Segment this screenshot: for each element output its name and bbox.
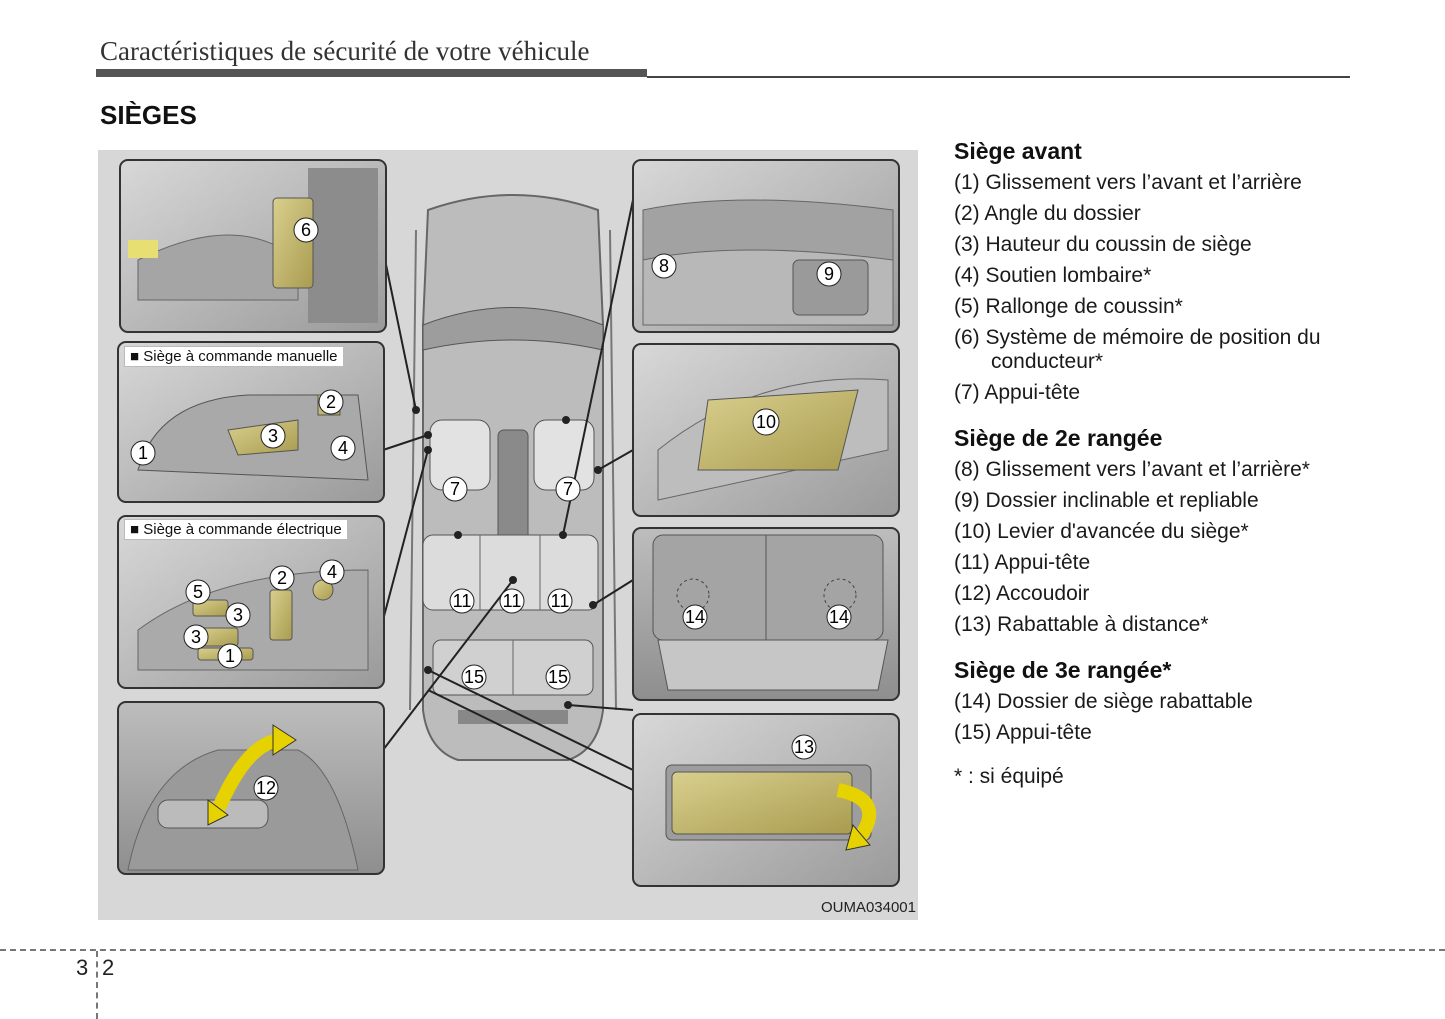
- legend-item: (6) Système de mémoire de position du co…: [954, 326, 1321, 373]
- svg-text:11: 11: [503, 591, 522, 611]
- callout-numbers: 6 1 2 3 4 5 2 4 3 3 1 12 8 9 10 7 7 11 1…: [130, 217, 852, 801]
- svg-text:9: 9: [824, 264, 834, 284]
- legend-second-row: Siège de 2e rangée (8) Glissement vers l…: [954, 425, 1424, 637]
- svg-text:2: 2: [277, 568, 287, 588]
- legend-item: (14) Dossier de siège rabattable: [954, 690, 1253, 713]
- legend-front-seat: Siège avant (1) Glissement vers l’avant …: [954, 138, 1424, 405]
- figure-code: OUMA034001: [820, 899, 916, 916]
- legend-third-title: Siège de 3e rangée*: [954, 657, 1172, 683]
- svg-text:3: 3: [191, 627, 201, 647]
- svg-text:14: 14: [829, 607, 849, 627]
- section-number: 3: [76, 955, 89, 980]
- svg-text:10: 10: [756, 412, 776, 432]
- panel-armrest: [117, 701, 385, 875]
- svg-text:5: 5: [193, 582, 203, 602]
- footer-divider: [0, 949, 1445, 951]
- panel-memory-door: [119, 159, 387, 333]
- svg-text:4: 4: [338, 438, 348, 458]
- panel-electric-seat: [117, 515, 385, 689]
- panel-remote-fold: [632, 713, 900, 887]
- legend-item: (9) Dossier inclinable et repliable: [954, 489, 1259, 512]
- legend-item: (5) Rallonge de coussin*: [954, 295, 1183, 318]
- legend-third-row: Siège de 3e rangée* (14) Dossier de sièg…: [954, 657, 1424, 745]
- legend-item: (1) Glissement vers l’avant et l’arrière: [954, 171, 1302, 194]
- legend-item: (11) Appui-tête: [954, 551, 1091, 574]
- svg-text:1: 1: [138, 443, 148, 463]
- legend-footnote: * : si équipé: [954, 765, 1064, 788]
- svg-text:7: 7: [563, 479, 573, 499]
- header-rule: [647, 76, 1350, 78]
- page-number: 2: [102, 955, 115, 980]
- label-electric-seat: ■ Siège à commande électrique: [124, 519, 348, 540]
- svg-text:3: 3: [233, 605, 243, 625]
- svg-text:11: 11: [551, 591, 570, 611]
- seat-figure: 6 1 2 3 4 5 2 4 3 3 1 12 8 9 10 7 7 11 1…: [98, 150, 918, 920]
- svg-text:6: 6: [301, 220, 311, 240]
- legend-item: (12) Accoudoir: [954, 582, 1090, 605]
- svg-text:14: 14: [685, 607, 705, 627]
- svg-text:1: 1: [225, 646, 235, 666]
- svg-text:15: 15: [548, 667, 568, 687]
- svg-text:11: 11: [453, 591, 472, 611]
- legend-item: (15) Appui-tête: [954, 721, 1092, 744]
- page-divider: [96, 951, 98, 1019]
- legend-item: (13) Rabattable à distance*: [954, 613, 1209, 636]
- svg-text:12: 12: [256, 778, 276, 798]
- legend-front-title: Siège avant: [954, 138, 1082, 164]
- legend-item: (8) Glissement vers l’avant et l’arrière…: [954, 458, 1310, 481]
- svg-text:7: 7: [450, 479, 460, 499]
- legend-item: (4) Soutien lombaire*: [954, 264, 1152, 287]
- seat-legend: Siège avant (1) Glissement vers l’avant …: [954, 138, 1424, 789]
- svg-text:4: 4: [327, 562, 337, 582]
- svg-text:3: 3: [268, 426, 278, 446]
- svg-text:8: 8: [659, 256, 669, 276]
- leader-dots: [412, 406, 602, 709]
- header-title: Caractéristiques de sécurité de votre vé…: [100, 36, 590, 66]
- legend-item: (10) Levier d'avancée du siège*: [954, 520, 1249, 543]
- legend-item: (3) Hauteur du coussin de siège: [954, 233, 1252, 256]
- svg-text:2: 2: [326, 392, 336, 412]
- label-manual-seat: ■ Siège à commande manuelle: [124, 346, 344, 367]
- legend-second-title: Siège de 2e rangée: [954, 425, 1163, 451]
- svg-text:15: 15: [464, 667, 484, 687]
- svg-text:13: 13: [794, 737, 814, 757]
- seat-illustration: 6 1 2 3 4 5 2 4 3 3 1 12 8 9 10 7 7 11 1…: [117, 159, 900, 887]
- legend-item: (2) Angle du dossier: [954, 202, 1141, 225]
- legend-item: (7) Appui-tête: [954, 381, 1081, 404]
- header-bar: [96, 69, 647, 77]
- panel-third-row-cargo: [632, 527, 900, 701]
- section-title: SIÈGES: [100, 100, 197, 130]
- panel-second-row-slide: [632, 159, 900, 333]
